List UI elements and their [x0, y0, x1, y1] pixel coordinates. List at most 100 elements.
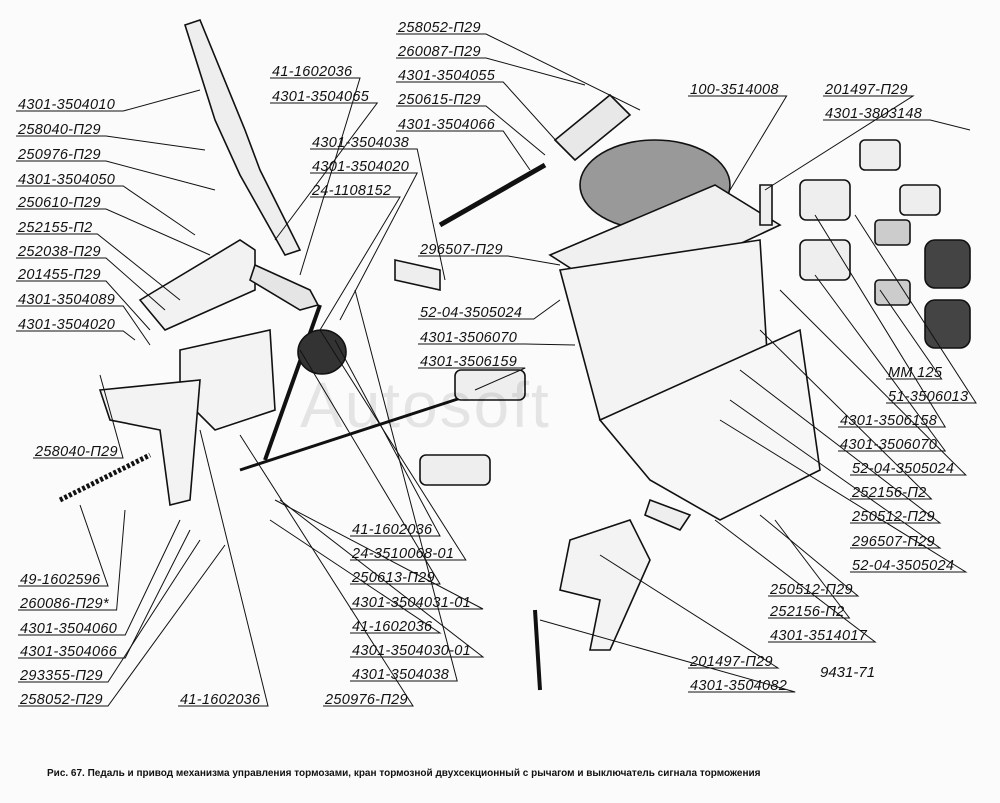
- valve-bracket: [598, 328, 821, 521]
- leader-line: [768, 519, 851, 619]
- leader-line: [854, 214, 977, 404]
- drawing-number: 9431-71: [820, 664, 876, 681]
- part-label: 4301-3504065: [272, 89, 370, 105]
- leader-line: [18, 539, 201, 683]
- part-label: 260087-П29: [398, 44, 481, 60]
- part-label: 258040-П29: [35, 444, 118, 460]
- leader-line: [310, 148, 446, 281]
- leader-line: [270, 102, 379, 241]
- part-label: ММ 125: [888, 365, 943, 381]
- leader-line: [729, 399, 942, 549]
- leader-line: [719, 419, 968, 573]
- part-label: 4301-3504055: [398, 68, 496, 84]
- leader-line: [739, 369, 942, 524]
- part-label: 201497-П29: [825, 82, 908, 98]
- part-label: 4301-3506159: [420, 354, 518, 370]
- leader-line: [396, 57, 586, 86]
- leader-line: [334, 339, 441, 537]
- part-label: 52-04-3505024: [852, 461, 955, 477]
- pedal-bracket: [138, 239, 256, 331]
- leader-line: [16, 208, 211, 256]
- upper-rod: [438, 162, 547, 228]
- part-label: 4301-3504060: [20, 621, 118, 637]
- leader-line: [16, 305, 151, 346]
- part-label: 4301-3506158: [840, 413, 938, 429]
- part-label: 4301-3514017: [770, 628, 868, 644]
- part-label: 296507-П29: [852, 534, 935, 550]
- part-label: 49-1602596: [20, 572, 101, 588]
- leader-line: [16, 160, 216, 191]
- fitting-1: [859, 139, 901, 171]
- leader-line: [16, 135, 206, 151]
- part-label: 100-3514008: [690, 82, 779, 98]
- pull-rod: [239, 393, 471, 472]
- switch-rod: [533, 609, 542, 691]
- part-label: 252156-П2: [770, 604, 845, 620]
- part-label: 4301-3504031-01: [352, 595, 471, 611]
- part-label: 4301-3504038: [312, 135, 410, 151]
- leader-line: [279, 499, 485, 658]
- bolt-1: [394, 259, 441, 291]
- leader-line: [16, 185, 196, 236]
- brake-pedal: [184, 19, 302, 256]
- leader-line: [764, 95, 915, 191]
- pedal-axle-bolt: [249, 263, 320, 311]
- leader-line: [16, 280, 151, 331]
- part-label: 4301-3504020: [312, 159, 410, 175]
- part-label: 258052-П29: [20, 692, 103, 708]
- leader-line: [18, 504, 109, 587]
- leader-line: [239, 434, 414, 707]
- part-label: 201497-П29: [690, 654, 773, 670]
- leader-line: [396, 105, 546, 156]
- part-label: 4301-3504020: [18, 317, 116, 333]
- part-label: 296507-П29: [420, 242, 503, 258]
- part-label: 4301-3504089: [18, 292, 116, 308]
- leader-line: [18, 544, 226, 707]
- tee-1: [799, 179, 851, 221]
- tee-2: [799, 239, 851, 281]
- part-label: 4301-3504030-01: [352, 643, 471, 659]
- leader-line: [350, 289, 458, 682]
- bolt-3: [759, 184, 773, 226]
- leader-line: [33, 374, 124, 459]
- part-label: 41-1602036: [180, 692, 261, 708]
- lever: [98, 379, 201, 506]
- leader-line: [759, 514, 860, 597]
- part-label: 4301-3504066: [20, 644, 118, 660]
- leader-line: [396, 33, 641, 111]
- fitting-2: [899, 184, 941, 216]
- part-label: 52-04-3505024: [852, 558, 955, 574]
- part-label: 250610-П29: [18, 195, 101, 211]
- part-label: 250512-П29: [770, 582, 853, 598]
- leader-line: [16, 89, 201, 112]
- leader-line: [18, 519, 181, 636]
- leader-line: [759, 329, 933, 500]
- part-label: 41-1602036: [352, 619, 433, 635]
- leader-line: [539, 619, 796, 693]
- leader-line: [418, 299, 561, 320]
- leader-line: [310, 196, 401, 331]
- leader-line: [418, 367, 526, 391]
- leader-line: [396, 81, 561, 146]
- threaded-rod: [263, 304, 322, 461]
- leader-line: [396, 130, 531, 171]
- leader-line: [823, 119, 971, 131]
- leader-line: [418, 255, 561, 266]
- leader-line: [814, 214, 947, 428]
- leader-line: [16, 330, 136, 341]
- leader-line: [18, 529, 191, 659]
- part-label: 250976-П29: [325, 692, 408, 708]
- hose-fitting-1: [454, 369, 526, 401]
- part-label: 52-04-3505024: [420, 305, 523, 321]
- hose-fitting-2: [419, 454, 491, 486]
- leader-line: [814, 274, 947, 452]
- part-label: 250615-П29: [398, 92, 481, 108]
- leader-line: [274, 499, 484, 610]
- part-label: 24-3510068-01: [352, 546, 455, 562]
- part-label: 4301-3504010: [18, 97, 116, 113]
- part-label: 41-1602036: [272, 64, 353, 80]
- cap-2: [924, 299, 971, 349]
- valve-lever: [553, 93, 632, 162]
- leader-line: [16, 257, 166, 311]
